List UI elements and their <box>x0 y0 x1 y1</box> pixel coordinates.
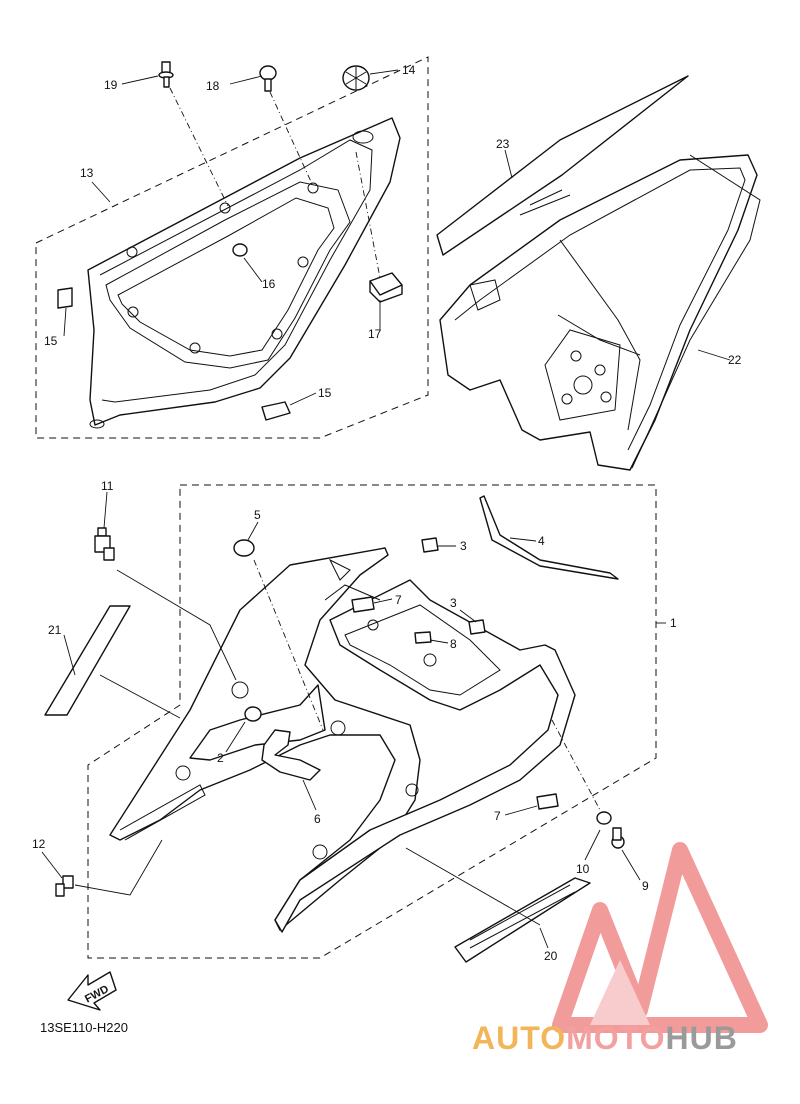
grommet-5 <box>233 539 255 557</box>
damper-15-a <box>57 287 73 309</box>
damper-7-a <box>351 596 375 613</box>
damper-8 <box>414 631 432 644</box>
strip-4 <box>479 495 619 580</box>
watermark-text: AUTOMOTOHUB <box>472 1020 738 1057</box>
callout-11: 11 <box>101 479 114 493</box>
side-cover-13 <box>87 117 401 429</box>
watermark-auto: AUTO <box>472 1020 567 1056</box>
callout-14: 14 <box>402 63 416 77</box>
callout-23: 23 <box>496 137 510 151</box>
side-panel-1 <box>109 547 421 931</box>
callout-22: 22 <box>728 353 742 367</box>
bolt-11 <box>94 527 115 561</box>
pin-19 <box>158 61 174 88</box>
watermark-logo-icon <box>552 842 768 1033</box>
callout-15a: 15 <box>44 334 58 348</box>
callout-6: 6 <box>314 812 321 826</box>
screw-18 <box>259 65 277 92</box>
watermark-hub: HUB <box>665 1020 738 1056</box>
callout-3b: 3 <box>450 596 457 610</box>
callout-15b: 15 <box>318 386 332 400</box>
callout-10: 10 <box>576 862 590 876</box>
fwd-arrow: FWD <box>67 971 117 1011</box>
bolt-12 <box>55 875 74 897</box>
damper-15-b <box>261 401 291 421</box>
callout-21: 21 <box>48 623 62 637</box>
decal-21 <box>44 605 131 716</box>
screw-9 <box>611 827 625 849</box>
callout-19: 19 <box>104 78 118 92</box>
watermark-moto: MOTO <box>566 1020 666 1056</box>
callout-17: 17 <box>368 327 382 341</box>
callout-8: 8 <box>450 637 457 651</box>
callout-12: 12 <box>32 837 46 851</box>
clip-3-b <box>468 619 486 635</box>
callout-7b: 7 <box>494 809 501 823</box>
decal-23 <box>436 75 689 256</box>
diagram-code: 13SE110-H220 <box>40 1020 128 1035</box>
clip-3-a <box>421 537 439 553</box>
emblem-20 <box>454 877 591 963</box>
emblem-14 <box>342 65 370 91</box>
damper-7-b <box>536 793 559 810</box>
grommet-2 <box>244 706 262 722</box>
grommet-10 <box>596 811 612 825</box>
callout-5: 5 <box>254 508 261 522</box>
callout-9: 9 <box>642 879 649 893</box>
rear-cowl-22 <box>439 154 761 471</box>
callout-3a: 3 <box>460 539 467 553</box>
pad-6 <box>261 729 321 781</box>
callout-4: 4 <box>538 534 545 548</box>
callout-13: 13 <box>80 166 94 180</box>
callout-18: 18 <box>206 79 220 93</box>
group-1-dashed-box <box>87 484 657 959</box>
damper-17 <box>369 272 403 303</box>
callout-16: 16 <box>262 277 276 291</box>
callout-7a: 7 <box>395 593 402 607</box>
callout-2: 2 <box>217 751 224 765</box>
side-cover-inner <box>274 558 576 933</box>
grommet-16 <box>232 243 248 257</box>
callout-1: 1 <box>670 616 677 630</box>
callout-20: 20 <box>544 949 558 963</box>
